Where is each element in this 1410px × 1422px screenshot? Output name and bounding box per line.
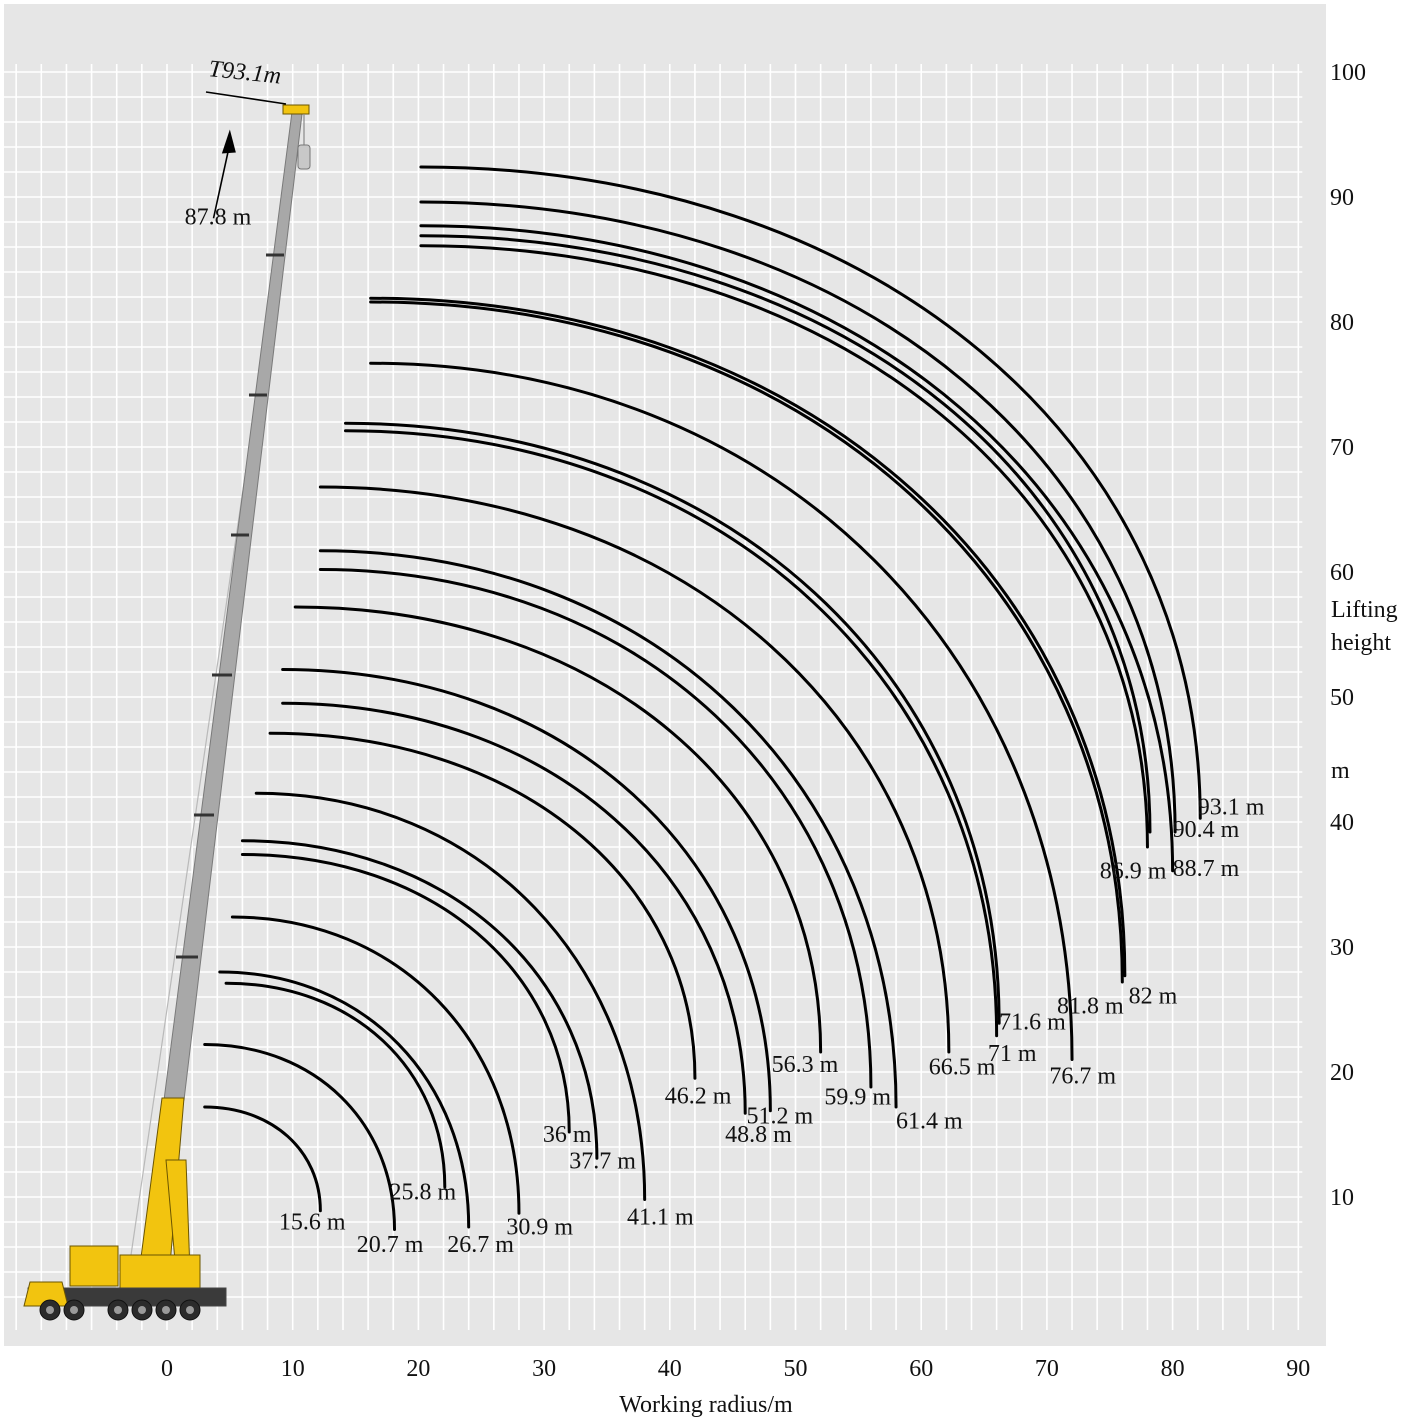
load-curve-25-8-m	[224, 981, 447, 1189]
load-curve-71-6-m	[343, 421, 1001, 1025]
load-curve-81-8-m	[369, 300, 1124, 984]
x-axis-ticks: 0 10 20 30 40 50 60 70 80 90	[161, 1356, 1310, 1382]
x-tick-label: 30	[532, 1356, 556, 1382]
curve-label: 87.8 m	[185, 205, 252, 231]
curve-label: 82 m	[1129, 983, 1178, 1009]
load-curve-26-7-m	[218, 970, 471, 1229]
curve-label: 81.8 m	[1057, 993, 1124, 1019]
curve-label: 15.6 m	[279, 1210, 346, 1236]
curve-label: 51.2 m	[746, 1103, 813, 1129]
load-curve-82-m	[369, 296, 1127, 978]
y-tick-label: 30	[1330, 935, 1354, 961]
curve-label: 90.4 m	[1173, 817, 1240, 843]
y-tick-label: 40	[1330, 810, 1354, 836]
curve-label: 26.7 m	[447, 1232, 514, 1258]
curve-label: 41.1 m	[627, 1205, 694, 1231]
wheel-hub	[162, 1306, 170, 1314]
curve-label: 86.9 m	[1100, 858, 1167, 884]
boom-section-joints	[176, 253, 284, 959]
wheel-hub	[186, 1306, 194, 1314]
y-tick-label: 70	[1330, 435, 1354, 461]
wheel-hub	[70, 1306, 78, 1314]
curve-label: 56.3 m	[772, 1052, 839, 1078]
curve-label: 71 m	[988, 1041, 1037, 1067]
x-tick-label: 90	[1286, 1356, 1310, 1382]
y-tick-label: 10	[1330, 1185, 1354, 1211]
wheel-hub	[138, 1306, 146, 1314]
load-curve-30-9-m	[230, 915, 521, 1215]
load-curve-48-8-m	[281, 701, 747, 1115]
hook-block	[297, 144, 311, 170]
curve-label: 46.2 m	[665, 1083, 732, 1109]
wheel-hub	[114, 1306, 122, 1314]
y-tick-label: 50	[1330, 685, 1354, 711]
tip-arrow-head	[221, 129, 236, 154]
load-curve-88-7-m	[419, 224, 1175, 873]
curve-label: 71.6 m	[999, 1010, 1066, 1036]
load-curve-56-3-m	[293, 605, 823, 1054]
load-curves: 15.6 m 20.7 m 25.8 m 26.7 m30.9 m 36 m37.7 m…	[185, 165, 1265, 1258]
load-curve-76-7-m	[369, 361, 1074, 1061]
x-axis-label: Working radius/m	[619, 1392, 793, 1418]
curve-label: 30.9 m	[506, 1215, 573, 1241]
y-axis-label-unit: m	[1331, 758, 1350, 784]
y-tick-label: 20	[1330, 1060, 1354, 1086]
curve-label: 36 m	[543, 1122, 592, 1148]
load-curve-71-m	[343, 429, 999, 1038]
curve-label: 93.1 m	[1198, 795, 1265, 821]
load-curve-66-5-m	[318, 485, 951, 1054]
load-curve-41-1-m	[254, 791, 647, 1201]
load-curve-87-8-m	[419, 234, 1152, 834]
load-curve-46-2-m	[268, 731, 697, 1080]
wheel-hub	[46, 1306, 54, 1314]
x-tick-label: 50	[784, 1356, 808, 1382]
load-curve-59-9-m	[318, 568, 873, 1089]
load-curve-61-4-m	[318, 549, 898, 1109]
x-tick-label: 20	[406, 1356, 430, 1382]
tip-arrow-shaft	[212, 143, 231, 219]
x-tick-label: 10	[281, 1356, 305, 1382]
x-tick-label: 40	[658, 1356, 682, 1382]
x-tick-label: 0	[161, 1356, 173, 1382]
wheels	[39, 1299, 201, 1321]
crane-illustration	[23, 104, 311, 1321]
x-tick-label: 70	[1035, 1356, 1059, 1382]
grid	[3, 64, 1303, 1330]
tip-reference-line	[205, 91, 287, 105]
curve-label: 88.7 m	[1173, 856, 1240, 882]
load-curve-51-2-m	[281, 668, 772, 1113]
y-tick-label: 80	[1330, 310, 1354, 336]
boom-head	[282, 104, 310, 115]
y-axis-label-line1: Lifting	[1331, 597, 1398, 623]
load-curve-37-7-m	[240, 839, 599, 1160]
y-tick-label: 90	[1330, 185, 1354, 211]
load-curve-20-7-m	[203, 1043, 397, 1231]
y-axis-ticks: 10 20 30 40 50 60 70 80 90 100	[1330, 60, 1366, 1211]
load-curve-15-6-m	[203, 1105, 322, 1213]
tip-height-marker: T93.1m	[205, 56, 287, 219]
curve-label: 66.5 m	[929, 1055, 996, 1081]
curve-label: 20.7 m	[357, 1232, 424, 1258]
counterweight	[69, 1245, 119, 1287]
x-tick-label: 80	[1161, 1356, 1185, 1382]
curve-label: 59.9 m	[824, 1085, 891, 1111]
curve-label: 37.7 m	[569, 1148, 636, 1174]
curve-label: 48.8 m	[725, 1122, 792, 1148]
load-curve-90-4-m	[419, 200, 1177, 834]
y-tick-label: 60	[1330, 560, 1354, 586]
curve-label: 61.4 m	[896, 1108, 963, 1134]
load-curve-93-1-m	[419, 165, 1202, 820]
y-axis-label-line2: height	[1331, 630, 1391, 656]
load-curve-86-9-m	[419, 244, 1149, 849]
y-tick-label: 100	[1330, 60, 1366, 86]
load-curve-36-m	[240, 853, 571, 1134]
curve-label: 76.7 m	[1049, 1063, 1116, 1089]
curve-label: 25.8 m	[389, 1180, 456, 1206]
x-tick-label: 60	[909, 1356, 933, 1382]
